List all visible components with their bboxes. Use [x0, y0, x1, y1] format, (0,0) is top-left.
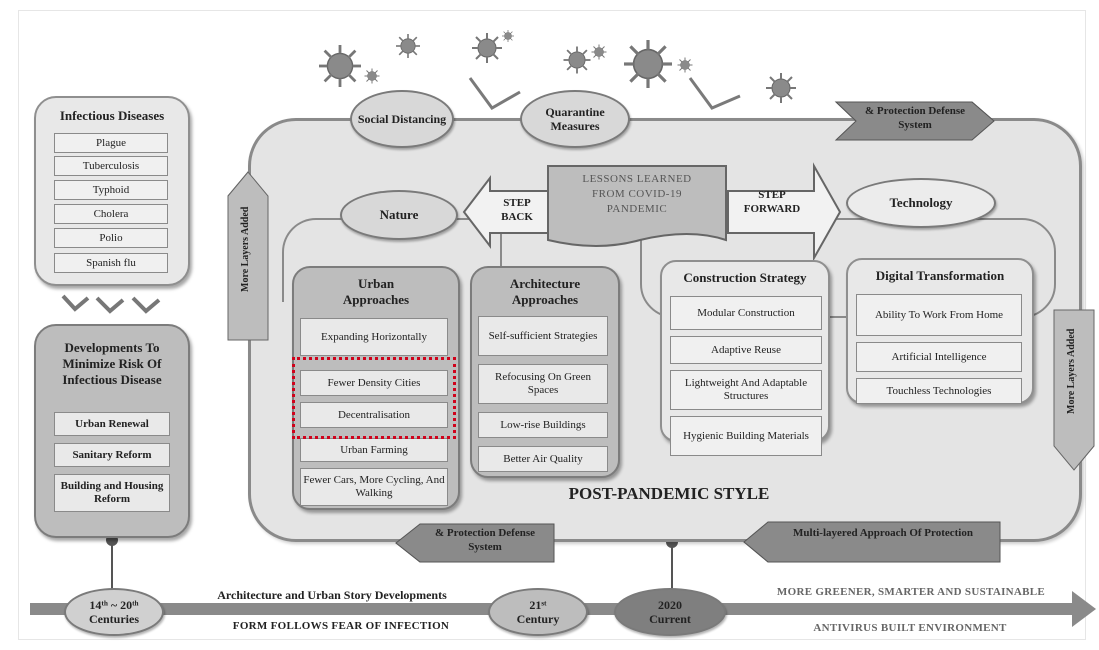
centuries-line1: 14ᵗʰ ~ 20ᵗʰ	[89, 598, 139, 612]
more-layers-right-label: More Layers Added	[1066, 328, 1077, 414]
development-item: Urban Renewal	[54, 412, 170, 436]
current-label: Current	[649, 612, 691, 626]
quarantine-ellipse: Quarantine Measures	[520, 90, 630, 148]
current-ellipse: 2020 Current	[614, 588, 726, 636]
disease-item: Plague	[54, 133, 168, 153]
disease-item: Cholera	[54, 204, 168, 224]
construction-strategy-title: Construction Strategy	[683, 270, 807, 285]
virus-icon	[471, 32, 503, 64]
development-item: Building and Housing Reform	[54, 474, 170, 512]
nature-ellipse: Nature	[340, 190, 458, 240]
century21-ellipse: 21ˢᵗ Century	[488, 588, 588, 636]
virus-icon	[317, 43, 363, 89]
century21-line2: Century	[516, 612, 560, 626]
lessons-label: LESSONS LEARNED FROM COVID-19 PANDEMIC	[582, 173, 692, 215]
virus-icon	[677, 57, 693, 73]
urban-item: Fewer Density Cities	[300, 370, 448, 396]
construction-item: Hygienic Building Materials	[670, 416, 822, 456]
virus-icon	[562, 45, 592, 75]
step-forward-label: STEP FORWARD	[743, 189, 801, 215]
digital-transformation-title: Digital Transformation	[875, 268, 1005, 283]
architecture-item: Low-rise Buildings	[478, 412, 608, 438]
construction-item: Adaptive Reuse	[670, 336, 822, 364]
form-follows-label: FORM FOLLOWS FEAR OF INFECTION	[232, 620, 450, 632]
virus-icon	[622, 38, 674, 90]
architecture-item: Self-sufficient Strategies	[478, 316, 608, 356]
greener-label: MORE GREENER, SMARTER AND SUSTAINABLE	[776, 586, 1046, 598]
urban-item: Expanding Horizontally	[300, 318, 448, 356]
step-back-label: STEP BACK	[501, 197, 533, 223]
development-item: Sanitary Reform	[54, 443, 170, 467]
disease-item: Spanish flu	[54, 253, 168, 273]
virus-icon	[364, 68, 380, 84]
highlight-box	[292, 357, 456, 439]
urban-item: Urban Farming	[300, 438, 448, 462]
year-2020: 2020	[658, 598, 682, 612]
arch-story-label: Architecture and Urban Story Development…	[217, 588, 447, 602]
zigzag-arrows	[61, 294, 161, 314]
digital-item: Touchless Technologies	[856, 378, 1022, 404]
infectious-diseases-title: Infectious Diseases	[59, 108, 165, 123]
construction-item: Lightweight And Adaptable Structures	[670, 370, 822, 410]
digital-item: Ability To Work From Home	[856, 294, 1022, 336]
virus-icon	[591, 44, 607, 60]
architecture-item: Refocusing On Green Spaces	[478, 364, 608, 404]
protection-top-label: & Protection Defense System	[865, 105, 965, 131]
disease-item: Polio	[54, 228, 168, 248]
more-layers-left-label: More Layers Added	[240, 206, 251, 292]
multilayered-label: Multi-layered Approach Of Protection	[793, 527, 973, 539]
century21-line1: 21ˢᵗ	[529, 598, 547, 612]
virus-icon	[501, 29, 515, 43]
antivirus-label: ANTIVIRUS BUILT ENVIRONMENT	[813, 622, 1007, 634]
architecture-approaches-title: Architecture Approaches	[509, 276, 581, 307]
protection-bottom-label: & Protection Defense System	[435, 527, 535, 553]
virus-icon	[765, 72, 797, 104]
post-pandemic-label: POST-PANDEMIC STYLE	[568, 484, 770, 503]
technology-ellipse: Technology	[846, 178, 996, 228]
urban-item: Fewer Cars, More Cycling, And Walking	[300, 468, 448, 506]
centuries-ellipse: 14ᵗʰ ~ 20ᵗʰ Centuries	[64, 588, 164, 636]
virus-icon	[395, 33, 421, 59]
urban-approaches-title: Urban Approaches	[342, 276, 410, 307]
disease-item: Typhoid	[54, 180, 168, 200]
disease-item: Tuberculosis	[54, 156, 168, 176]
social-distancing-ellipse: Social Distancing	[350, 90, 454, 148]
digital-item: Artificial Intelligence	[856, 342, 1022, 372]
construction-item: Modular Construction	[670, 296, 822, 330]
centuries-line2: Centuries	[89, 612, 139, 626]
urban-item: Decentralisation	[300, 402, 448, 428]
architecture-item: Better Air Quality	[478, 446, 608, 472]
developments-title: Developments To Minimize Risk Of Infecti…	[62, 340, 162, 387]
